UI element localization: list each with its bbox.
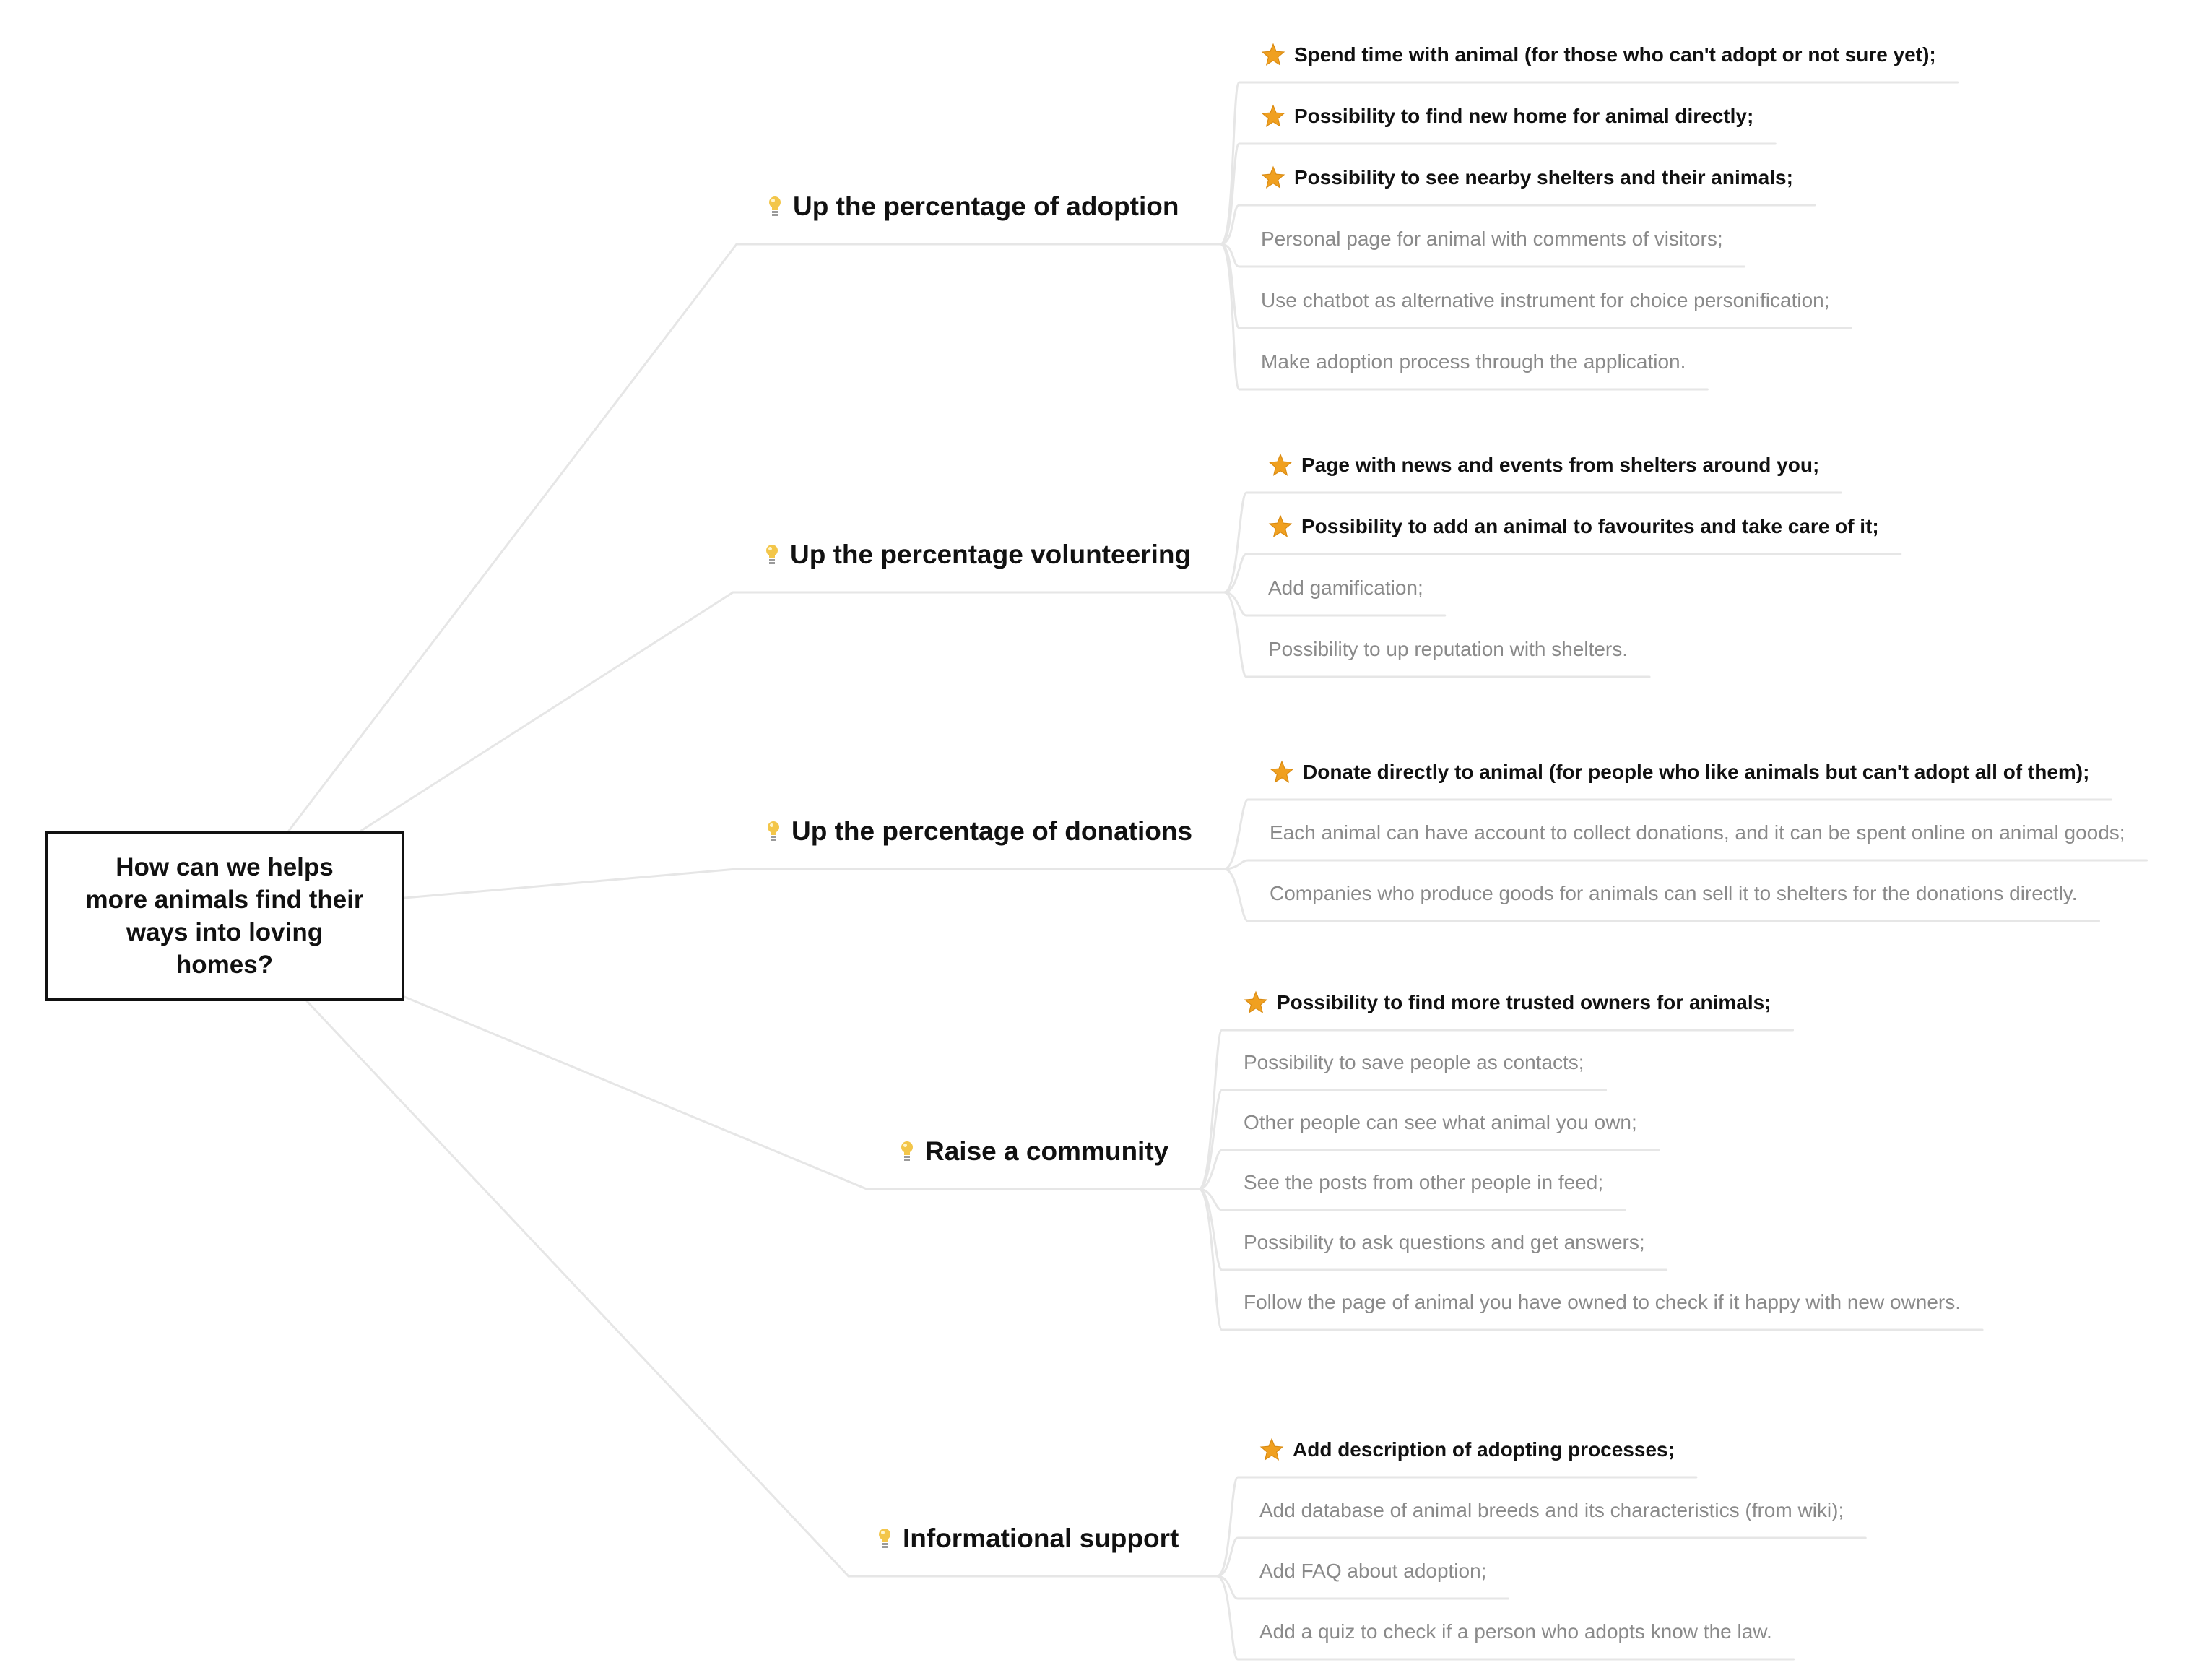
subtopic[interactable]: Donate directly to animal (for people wh…: [1270, 758, 2089, 787]
connector-line: [1219, 204, 1816, 246]
connector-line: [1223, 553, 1902, 594]
branch-topic-label: Up the percentage volunteering: [790, 540, 1192, 569]
subtopic[interactable]: Add gamification;: [1268, 574, 1423, 602]
connector-line: [1219, 243, 1746, 268]
subtopic-label: Possibility to up reputation with shelte…: [1268, 638, 1628, 660]
subtopic-label: Follow the page of animal you have owned…: [1244, 1291, 1961, 1313]
star-icon: [1261, 165, 1285, 189]
connector-line: [1197, 1149, 1660, 1190]
subtopic-label: Make adoption process through the applic…: [1261, 350, 1686, 373]
connector-line: [1197, 1089, 1608, 1190]
subtopic-label: Add gamification;: [1268, 576, 1423, 599]
branch-topic-label: Up the percentage of adoption: [793, 191, 1179, 221]
subtopic-label: Possibility to add an animal to favourit…: [1301, 515, 1879, 537]
connector-line: [305, 1000, 850, 1578]
subtopic-label: See the posts from other people in feed;: [1244, 1171, 1604, 1193]
connector-line: [1223, 798, 2112, 870]
subtopic-label: Add database of animal breeds and its ch…: [1259, 1499, 1844, 1521]
subtopic[interactable]: Possibility to see nearby shelters and t…: [1261, 163, 1793, 192]
subtopic[interactable]: Possibility to save people as contacts;: [1244, 1048, 1584, 1077]
subtopic-label: Companies who produce goods for animals …: [1270, 882, 2078, 904]
connector-line: [1197, 1188, 1626, 1211]
subtopic-label: Other people can see what animal you own…: [1244, 1111, 1637, 1133]
subtopic[interactable]: See the posts from other people in feed;: [1244, 1168, 1603, 1197]
lightbulb-icon: [769, 196, 781, 216]
subtopic-label: Add description of adopting processes;: [1293, 1438, 1675, 1461]
connector-line: [1223, 591, 1651, 678]
subtopic[interactable]: Follow the page of animal you have owned…: [1244, 1288, 1961, 1317]
connector-line: [1219, 142, 1777, 246]
connector-line: [403, 995, 868, 1190]
branch-topic[interactable]: Raise a community: [901, 1136, 1168, 1167]
subtopic-label: Use chatbot as alternative instrument fo…: [1261, 289, 1830, 311]
subtopic[interactable]: Spend time with animal (for those who ca…: [1261, 40, 1936, 69]
star-icon: [1261, 104, 1285, 127]
star-icon: [1270, 760, 1294, 783]
branch-topic[interactable]: Up the percentage of adoption: [768, 191, 1179, 222]
subtopic-label: Each animal can have account to collect …: [1270, 821, 2125, 844]
subtopic[interactable]: Possibility to find new home for animal …: [1261, 102, 1753, 131]
subtopic[interactable]: Personal page for animal with comments o…: [1261, 225, 1723, 254]
connector-line: [1197, 1029, 1795, 1190]
connector-line: [1215, 1536, 1867, 1578]
central-topic-label: How can we helps more animals find their…: [85, 853, 364, 979]
lightbulb-icon: [766, 545, 778, 564]
connector-line: [1215, 1575, 1795, 1661]
subtopic[interactable]: Possibility to add an animal to favourit…: [1268, 512, 1879, 541]
subtopic[interactable]: Add a quiz to check if a person who adop…: [1259, 1617, 1772, 1646]
star-icon: [1261, 43, 1285, 66]
connector-line: [1215, 1476, 1698, 1578]
central-topic[interactable]: How can we helps more animals find their…: [45, 831, 404, 1001]
subtopic-label: Possibility to find more trusted owners …: [1277, 991, 1771, 1013]
lightbulb-icon: [901, 1141, 913, 1161]
subtopic[interactable]: Possibility to up reputation with shelte…: [1268, 635, 1628, 664]
subtopic[interactable]: Add description of adopting processes;: [1259, 1435, 1675, 1464]
subtopic-label: Possibility to see nearby shelters and t…: [1294, 166, 1793, 189]
connector-line: [1197, 1188, 1984, 1331]
subtopic-label: Donate directly to animal (for people wh…: [1303, 761, 2090, 783]
connector-line: [1219, 243, 1709, 391]
star-icon: [1268, 453, 1293, 476]
connector-line: [360, 591, 734, 832]
subtopic-label: Add a quiz to check if a person who adop…: [1259, 1620, 1772, 1643]
subtopic-label: Add FAQ about adoption;: [1259, 1560, 1487, 1582]
subtopic[interactable]: Possibility to find more trusted owners …: [1244, 988, 1771, 1017]
star-icon: [1268, 514, 1293, 537]
subtopic-label: Possibility to save people as contacts;: [1244, 1051, 1584, 1073]
subtopic[interactable]: Possibility to ask questions and get ans…: [1244, 1228, 1645, 1257]
subtopic-label: Spend time with animal (for those who ca…: [1294, 43, 1936, 66]
connector-line: [1223, 591, 1447, 617]
subtopic[interactable]: Add FAQ about adoption;: [1259, 1557, 1486, 1586]
subtopic[interactable]: Make adoption process through the applic…: [1261, 347, 1686, 376]
connector-line: [1219, 81, 1959, 246]
subtopic[interactable]: Add database of animal breeds and its ch…: [1259, 1496, 1844, 1525]
branch-topic[interactable]: Up the percentage of donations: [767, 816, 1192, 847]
subtopic[interactable]: Other people can see what animal you own…: [1244, 1108, 1637, 1137]
branch-topic-label: Informational support: [903, 1523, 1179, 1553]
subtopic[interactable]: Page with news and events from shelters …: [1268, 451, 1819, 480]
branch-topic[interactable]: Informational support: [878, 1523, 1179, 1554]
connector-line: [403, 868, 738, 899]
subtopic[interactable]: Each animal can have account to collect …: [1270, 818, 2125, 847]
star-icon: [1259, 1438, 1284, 1461]
branch-topic-label: Raise a community: [925, 1136, 1169, 1166]
connector-line: [1215, 1575, 1509, 1600]
connector-line: [1223, 859, 2148, 870]
subtopic-label: Page with news and events from shelters …: [1301, 454, 1820, 476]
branch-topic-label: Up the percentage of donations: [791, 816, 1193, 846]
subtopic-label: Personal page for animal with comments o…: [1261, 228, 1723, 250]
subtopic[interactable]: Companies who produce goods for animals …: [1270, 879, 2078, 908]
subtopic[interactable]: Use chatbot as alternative instrument fo…: [1261, 286, 1830, 315]
connector-line: [1223, 868, 2101, 922]
branch-topic[interactable]: Up the percentage volunteering: [765, 540, 1191, 570]
subtopic-label: Possibility to ask questions and get ans…: [1244, 1231, 1645, 1253]
star-icon: [1244, 990, 1268, 1013]
lightbulb-icon: [879, 1529, 890, 1548]
connector-line: [287, 243, 738, 832]
lightbulb-icon: [768, 821, 779, 841]
connector-line: [1223, 491, 1842, 594]
subtopic-label: Possibility to find new home for animal …: [1294, 105, 1754, 127]
